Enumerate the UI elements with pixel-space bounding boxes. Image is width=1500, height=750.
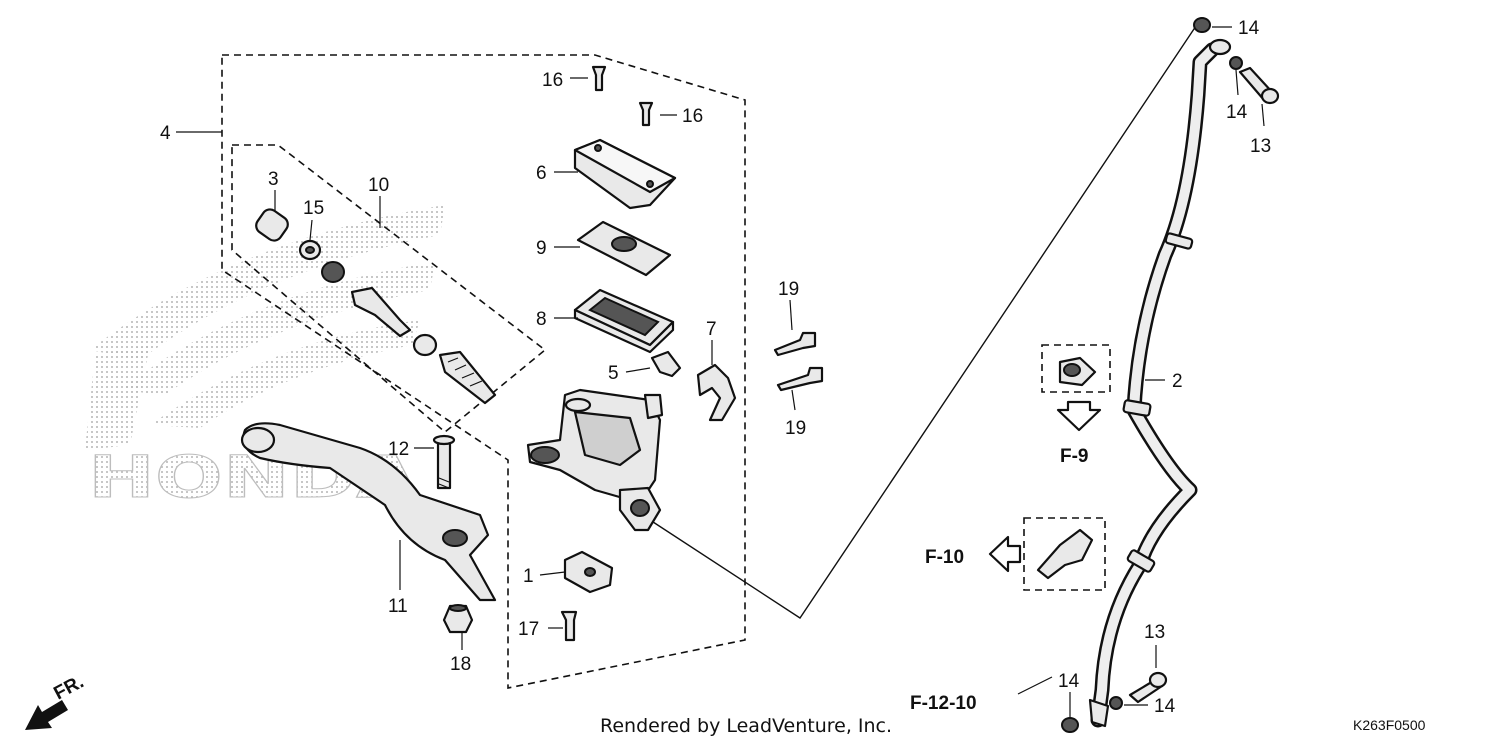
part-label-4: 4	[160, 123, 171, 144]
part-label-13a: 13	[1250, 136, 1271, 157]
part-label-16b: 16	[682, 106, 703, 127]
arrow-left-f10-icon	[988, 535, 1022, 573]
ref-label-f9: F-9	[1060, 446, 1089, 467]
hose-connection-line	[649, 19, 1201, 619]
reservoir-cap	[573, 138, 677, 210]
switch-screw	[560, 610, 578, 642]
front-direction-arrow-icon	[25, 700, 68, 730]
rendered-by-credit: Rendered by LeadVenture, Inc.	[600, 715, 892, 737]
assembly-4-outline	[221, 54, 746, 689]
part-label-17: 17	[518, 619, 539, 640]
part-label-7: 7	[706, 319, 717, 340]
part-label-16a: 16	[542, 70, 563, 91]
ref-f10-box	[1023, 517, 1106, 591]
master-cylinder-body	[526, 388, 664, 532]
kit-10-outline	[231, 144, 547, 434]
diagram-code: K263F0500	[1353, 717, 1426, 733]
part-label-6: 6	[536, 163, 547, 184]
cap-screws	[591, 65, 654, 127]
diaphragm	[573, 288, 675, 354]
pivot-bolt	[432, 434, 456, 490]
honda-wing-watermark	[85, 205, 445, 450]
diaphragm-plate	[576, 220, 672, 277]
part-label-10: 10	[368, 175, 389, 196]
part-label-19b: 19	[785, 418, 806, 439]
banjo-hardware-top	[1193, 17, 1280, 105]
bracket-f10	[1036, 528, 1094, 580]
part-label-5: 5	[608, 363, 619, 384]
arrow-down-f9-icon	[1056, 400, 1102, 432]
clamp-f9	[1058, 356, 1097, 387]
part-label-2: 2	[1172, 371, 1183, 392]
part-label-13b: 13	[1144, 622, 1165, 643]
part-label-9: 9	[536, 238, 547, 259]
brake-light-switch	[563, 550, 614, 594]
banjo-hardware-bottom	[1061, 671, 1168, 733]
front-direction-label: FR.	[50, 672, 87, 705]
part-label-11: 11	[388, 596, 408, 617]
part-label-1: 1	[523, 566, 534, 587]
leader-lines	[176, 26, 1265, 718]
part-label-3: 3	[268, 169, 279, 190]
part-label-14a: 14	[1238, 18, 1260, 39]
lever-nut	[442, 604, 474, 634]
brake-lever	[240, 422, 497, 602]
ref-label-f12-10: F-12-10	[910, 693, 977, 714]
piston-kit	[255, 208, 497, 405]
ref-label-f10: F-10	[925, 547, 964, 568]
part-label-12: 12	[388, 439, 409, 460]
holder-bolts	[773, 331, 824, 392]
part-label-8: 8	[536, 309, 547, 330]
part-label-14c: 14	[1058, 671, 1080, 692]
part-label-19a: 19	[778, 279, 799, 300]
part-label-14d: 14	[1154, 696, 1176, 717]
ref-f9-box	[1041, 344, 1111, 393]
holder	[696, 363, 737, 422]
brake-hose	[1088, 38, 1232, 728]
part-label-15: 15	[303, 198, 324, 219]
part-label-14b: 14	[1226, 102, 1248, 123]
small-clip	[650, 350, 682, 378]
part-label-18: 18	[450, 654, 471, 675]
